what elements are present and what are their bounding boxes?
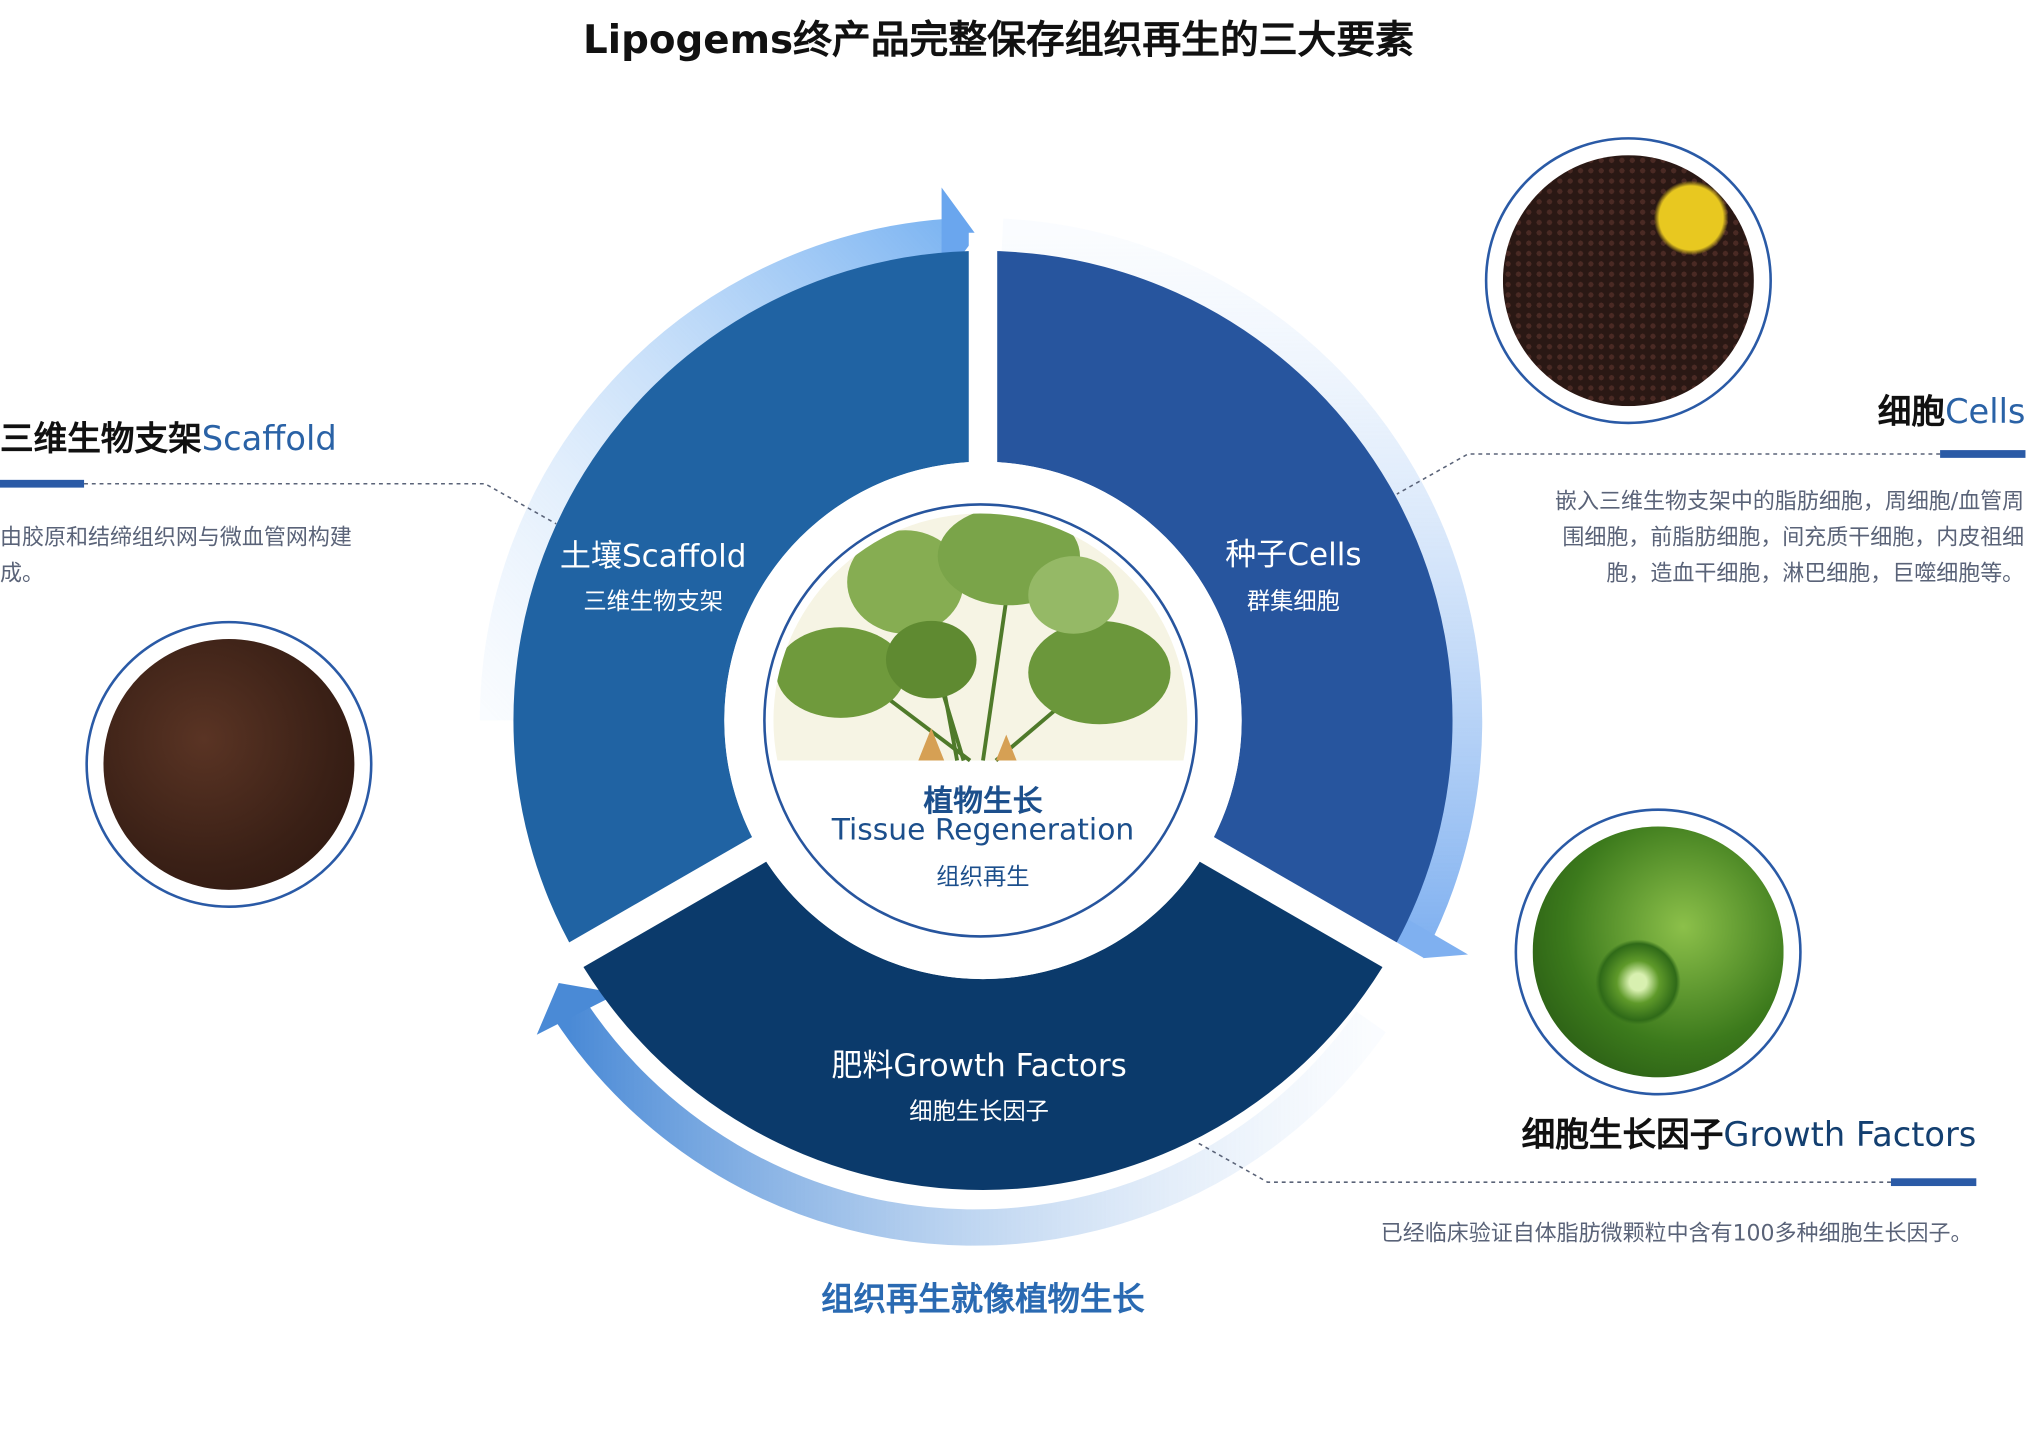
- segment-seed-title: 种子Cells: [1225, 536, 1362, 573]
- cells-description: 嵌入三维生物支架中的脂肪细胞，周细胞/血管周 围细胞，前脂肪细胞，间充质干细胞，…: [1555, 484, 2024, 593]
- growth-heading-cn: 细胞生长因子: [1521, 1116, 1724, 1156]
- soil-photo: [85, 620, 373, 908]
- cells-heading-en: Cells: [1945, 393, 2026, 432]
- center-subtitle: 组织再生: [936, 863, 1030, 892]
- growth-heading-en: Growth Factors: [1723, 1116, 1977, 1156]
- scaffold-heading: 三维生物支架Scaffold: [0, 413, 337, 461]
- arrow-arc-right: [1001, 218, 1483, 953]
- segment-soil-title: 土壤Scaffold: [559, 538, 747, 575]
- cells-description-line: 围细胞，前脂肪细胞，间充质干细胞，内皮祖细: [1562, 525, 2025, 551]
- center-title-cn: 植物生长: [923, 785, 1043, 819]
- leader-cells: [1396, 453, 1941, 495]
- cells-accent-bar: [1940, 450, 2026, 458]
- segment-fertilizer: [576, 849, 1390, 1191]
- segment-fertilizer-title: 肥料Growth Factors: [831, 1047, 1127, 1084]
- growth-heading: 细胞生长因子Growth Factors: [1522, 1108, 1977, 1156]
- growth-description: 已经临床验证自体脂肪微颗粒中含有100多种细胞生长因子。: [1380, 1220, 1973, 1247]
- arrow-head-bottom: [536, 982, 619, 1035]
- scaffold-heading-en: Scaffold: [201, 420, 337, 460]
- segment-soil: [513, 250, 983, 956]
- scaffold-description: 由胶原和结缔组织网与微血管网构建成。: [0, 525, 352, 588]
- cells-heading: 细胞Cells: [1878, 385, 2026, 433]
- leader-growth: [1196, 1141, 1891, 1183]
- center-title-en: Tissue Regeneration: [831, 813, 1135, 848]
- segment-seed: [982, 250, 1453, 956]
- bottom-caption: 组织再生就像植物生长: [821, 1280, 1145, 1318]
- seeds-photo: [1484, 137, 1772, 425]
- page-title: Lipogems终产品完整保存组织再生的三大要素: [583, 18, 1414, 64]
- growth-accent-bar: [1890, 1178, 1977, 1187]
- scaffold-heading-cn: 三维生物支架: [0, 420, 202, 460]
- segment-fertilizer-subtitle: 细胞生长因子: [909, 1098, 1049, 1126]
- cells-description-line: 胞，造血干细胞，淋巴细胞，巨噬细胞等。: [1606, 561, 2025, 588]
- bubble-photo: [1514, 808, 1802, 1096]
- leader-scaffold: [84, 482, 557, 525]
- segment-seed-subtitle: 群集细胞: [1246, 588, 1340, 616]
- cells-description-line: 嵌入三维生物支架中的脂肪细胞，周细胞/血管周: [1555, 488, 2025, 515]
- arrow-arc-top: [479, 218, 952, 721]
- segment-soil-subtitle: 三维生物支架: [583, 588, 724, 616]
- arrow-arc-bottom: [553, 998, 1386, 1246]
- scaffold-accent-bar: [0, 479, 85, 488]
- cells-heading-cn: 细胞: [1877, 393, 1946, 432]
